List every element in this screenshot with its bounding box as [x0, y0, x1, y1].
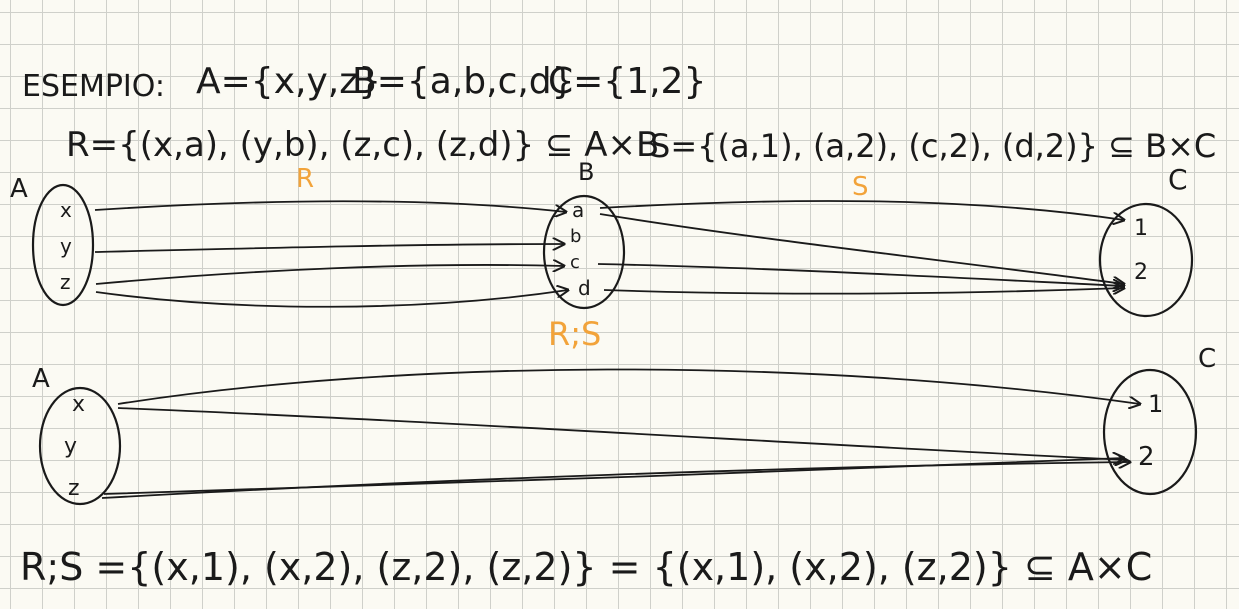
top-b-element-c: c: [570, 252, 580, 273]
relation-s-arrows: [597, 200, 1124, 294]
top-a-element-x: x: [60, 198, 72, 222]
top-set-b-label: B: [578, 158, 595, 186]
top-set-b-ellipse: [542, 194, 626, 310]
relation-s-definition: S={(a,1), (a,2), (c,2), (d,2)} ⊆ B×C: [650, 127, 1217, 165]
top-c-element-1: 1: [1134, 216, 1148, 241]
bottom-set-c-ellipse: [1102, 368, 1198, 496]
bottom-a-element-y: y: [64, 434, 78, 459]
bottom-c-element-2: 2: [1138, 442, 1155, 472]
set-a-definition: A={x,y,z}: [196, 61, 381, 102]
top-b-element-b: b: [570, 226, 582, 247]
top-set-a-ellipse: [31, 183, 95, 307]
top-c-element-2: 2: [1134, 260, 1148, 285]
relation-r-definition: R={(x,a), (y,b), (z,c), (z,d)} ⊆ A×B: [66, 125, 660, 165]
relation-r-arrows: [94, 200, 568, 308]
bottom-c-element-1: 1: [1148, 390, 1164, 418]
example-label: ESEMPIO:: [22, 69, 165, 104]
composition-label: R;S: [548, 315, 602, 353]
top-set-c-ellipse: [1098, 202, 1194, 318]
top-b-element-d: d: [578, 276, 591, 300]
bottom-a-element-x: x: [72, 392, 86, 417]
bottom-set-a-label: A: [32, 364, 50, 394]
top-a-element-z: z: [60, 270, 71, 294]
top-b-element-a: a: [572, 198, 585, 222]
top-a-element-y: y: [60, 234, 72, 258]
set-b-definition: B={a,b,c,d}: [352, 61, 575, 102]
top-set-a-label: A: [10, 174, 28, 204]
bottom-set-c-label: C: [1198, 344, 1217, 374]
top-set-c-label: C: [1168, 163, 1188, 196]
composition-definition: R;S ={(x,1), (x,2), (z,2), (z,2)} = {(x,…: [20, 545, 1153, 589]
bottom-set-a-ellipse: [38, 386, 122, 506]
set-c-definition: C={1,2}: [548, 61, 707, 102]
composition-arrows: [101, 368, 1140, 499]
arrow-label-s: S: [852, 172, 869, 202]
arrow-label-r: R: [296, 164, 315, 194]
bottom-a-element-z: z: [68, 476, 80, 501]
